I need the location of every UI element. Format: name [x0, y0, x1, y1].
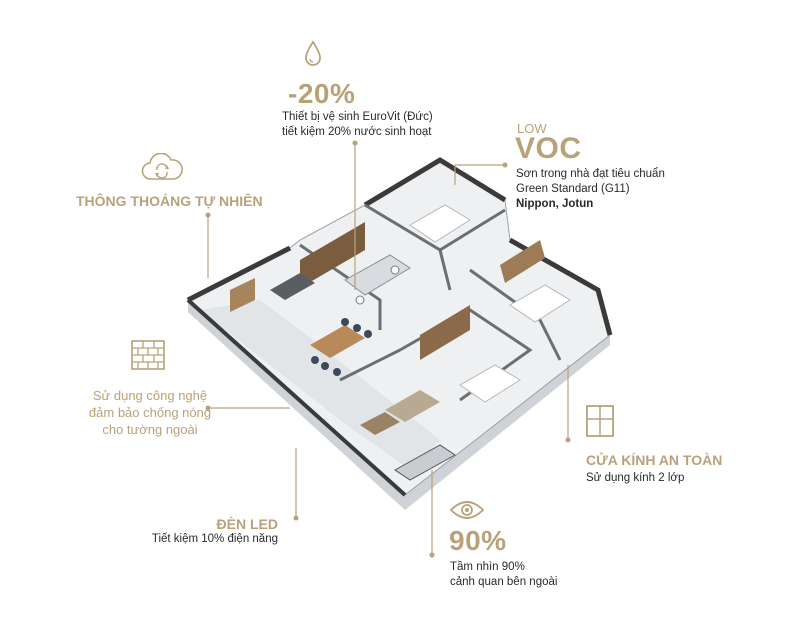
- bed-2: [509, 284, 571, 323]
- voc-title: VOC: [515, 132, 582, 165]
- brick-wall-icon: [131, 340, 165, 370]
- wall-insulation-desc: Sử dụng công nghệ đảm bảo chống nóng cho…: [88, 388, 212, 437]
- sofa: [385, 390, 440, 422]
- view-desc: Tầm nhìn 90% cảnh quan bên ngoài: [450, 561, 558, 588]
- dining-table: [310, 325, 365, 358]
- water-saving-desc: Thiết bị vệ sinh EuroVit (Đức) tiết kiệm…: [282, 111, 433, 138]
- view-value: 90%: [449, 525, 507, 556]
- safety-glass-desc: Sử dụng kính 2 lớp: [586, 472, 685, 484]
- ventilation-title: THÔNG THOÁNG TỰ NHIÊN: [76, 193, 263, 209]
- led-desc: Tiết kiệm 10% điện năng: [151, 533, 278, 545]
- voc-desc: Sơn trong nhà đạt tiêu chuẩn Green Stand…: [516, 168, 665, 210]
- voc-low-label: LOW: [517, 121, 547, 136]
- bed-3: [459, 364, 521, 403]
- water-drop-icon: [303, 40, 323, 68]
- cloud-refresh-icon: [141, 152, 183, 183]
- safety-glass-title: CỬA KÍNH AN TOÀN: [586, 452, 723, 468]
- led-title: ĐÈN LED: [216, 516, 278, 532]
- bed-1: [409, 204, 471, 243]
- eye-icon: [449, 499, 485, 521]
- window-icon: [586, 405, 614, 437]
- water-saving-value: -20%: [288, 78, 356, 109]
